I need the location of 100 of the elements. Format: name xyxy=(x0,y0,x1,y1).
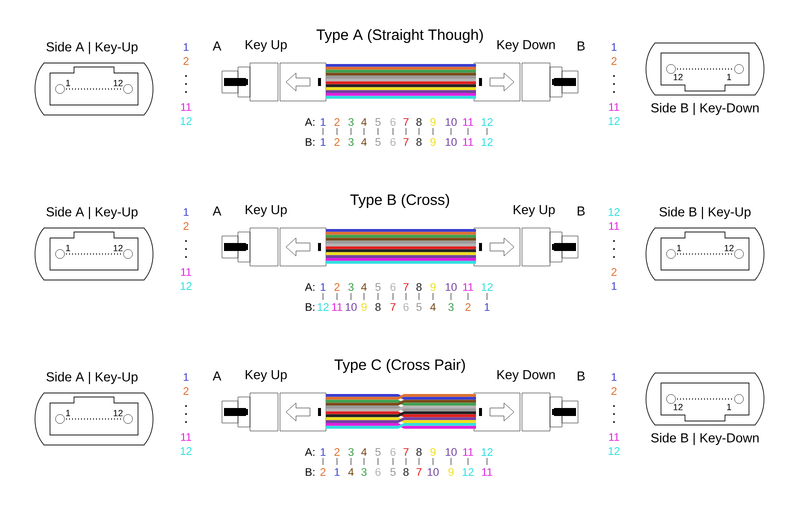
fiber-number: 12 xyxy=(482,138,493,146)
pin-number: 12 xyxy=(608,208,620,216)
fiber-number: 3 xyxy=(348,118,354,126)
fiber-number: 4 xyxy=(348,468,354,476)
fiber-number: 6 xyxy=(390,138,396,146)
node-label: 12 xyxy=(674,74,683,80)
pin-number: 1 xyxy=(184,373,189,381)
fiber-number: 5 xyxy=(375,448,381,456)
fiber-number: 7 xyxy=(404,283,409,291)
pin-number: 11 xyxy=(181,433,192,441)
fiber-number: 11 xyxy=(463,138,474,146)
pin-number: 12 xyxy=(180,117,192,125)
fiber-number: 4 xyxy=(361,138,367,146)
fiber-number: 11 xyxy=(332,303,342,311)
face-heading: Side B | Key-Up xyxy=(659,206,751,220)
fiber-number: 12 xyxy=(482,283,493,291)
side-letter: A xyxy=(212,42,222,50)
fiber-number: 7 xyxy=(404,448,409,456)
fiber-number: 8 xyxy=(416,448,422,456)
row-label: A: xyxy=(304,283,314,291)
pin-number: 2 xyxy=(612,387,617,395)
fiber-number: 10 xyxy=(346,303,357,311)
fiber-number: 9 xyxy=(430,118,436,126)
pin-number: 2 xyxy=(184,387,189,395)
connector-label: Key Down xyxy=(497,40,555,52)
pin-number: 1 xyxy=(612,282,617,290)
connector-face-drawing: 1 12 xyxy=(34,392,154,446)
fiber-number: 1 xyxy=(484,303,490,311)
connector-label: Key Up xyxy=(246,40,287,52)
fiber-number: 8 xyxy=(416,283,422,291)
pin-number: 1 xyxy=(612,43,617,51)
pin-number: 2 xyxy=(612,57,617,65)
node-label: 1 xyxy=(66,80,70,86)
connector-face-drawing: 12 1 xyxy=(646,42,764,96)
row-label: B: xyxy=(306,468,314,476)
pin-number: 12 xyxy=(608,117,620,125)
fiber-number: 11 xyxy=(463,118,474,126)
fiber-number: 5 xyxy=(375,283,381,291)
side-letter: B xyxy=(578,42,585,50)
fiber-number: 8 xyxy=(375,303,381,311)
node-label: 12 xyxy=(674,404,683,410)
fiber-number: 5 xyxy=(390,468,396,476)
fiber-number: 1 xyxy=(320,138,326,146)
fiber-number: 7 xyxy=(390,303,396,311)
pin-number: 2 xyxy=(612,268,617,276)
node-label: 1 xyxy=(66,410,70,416)
fiber-number: 3 xyxy=(348,448,354,456)
face-heading: Side A | Key-Up xyxy=(46,42,138,54)
side-letter: A xyxy=(212,372,222,380)
fiber-number: 10 xyxy=(446,118,457,126)
fiber-number: 4 xyxy=(361,283,367,291)
fiber-number: 7 xyxy=(404,138,409,146)
connector-face-drawing: 1 12 xyxy=(34,228,154,280)
fiber-number: 9 xyxy=(448,468,454,476)
pin-number: 11 xyxy=(609,433,620,441)
fiber-number: 5 xyxy=(416,303,422,311)
fiber-number: 9 xyxy=(430,448,436,456)
fiber-number: 12 xyxy=(482,448,493,456)
face-heading: Side B | Key-Down xyxy=(651,432,759,446)
node-label: 12 xyxy=(114,80,123,86)
fiber-number: 9 xyxy=(430,283,436,291)
node-label: 12 xyxy=(724,244,734,252)
fiber-number: 1 xyxy=(320,118,326,126)
pin-number: 11 xyxy=(609,222,620,230)
row-label: B: xyxy=(306,138,314,146)
fiber-number: 10 xyxy=(446,138,457,146)
fiber-number: 1 xyxy=(320,283,326,291)
fiber-number: 2 xyxy=(320,468,326,476)
fiber-number: 4 xyxy=(361,118,367,126)
node-label: 1 xyxy=(727,404,732,410)
connector-label: Key Up xyxy=(246,205,287,217)
row-label: A: xyxy=(304,448,314,456)
fiber-number: 7 xyxy=(404,118,409,126)
fiber-number: 10 xyxy=(446,448,457,456)
node-label: 1 xyxy=(66,244,70,252)
fiber-number: 6 xyxy=(390,283,396,291)
fiber-number: 2 xyxy=(334,138,340,146)
pin-number: 11 xyxy=(609,103,620,111)
side-letter: B xyxy=(578,206,585,216)
fiber-number: 7 xyxy=(416,468,422,476)
row-label: A: xyxy=(304,118,314,126)
node-label: 1 xyxy=(727,74,732,80)
fiber-number: 1 xyxy=(320,448,326,456)
fiber-number: 3 xyxy=(361,468,367,476)
pin-number: 1 xyxy=(184,43,189,51)
pin-number: 12 xyxy=(180,282,192,290)
type-title: Type A (Straight Though) xyxy=(316,29,483,43)
fiber-number: 6 xyxy=(390,448,396,456)
fiber-number: 4 xyxy=(361,448,367,456)
fiber-number: 3 xyxy=(448,303,454,311)
fiber-number: 11 xyxy=(482,468,492,476)
fiber-number: 8 xyxy=(416,118,422,126)
fiber-number: 5 xyxy=(375,138,381,146)
pin-number: 2 xyxy=(184,57,189,65)
fiber-number: 11 xyxy=(463,448,474,456)
type-title: Type B (Cross) xyxy=(350,194,450,208)
fiber-number: 3 xyxy=(348,138,354,146)
fiber-number: 2 xyxy=(334,118,340,126)
fiber-number: 5 xyxy=(375,118,381,126)
fiber-number: 1 xyxy=(334,468,340,476)
